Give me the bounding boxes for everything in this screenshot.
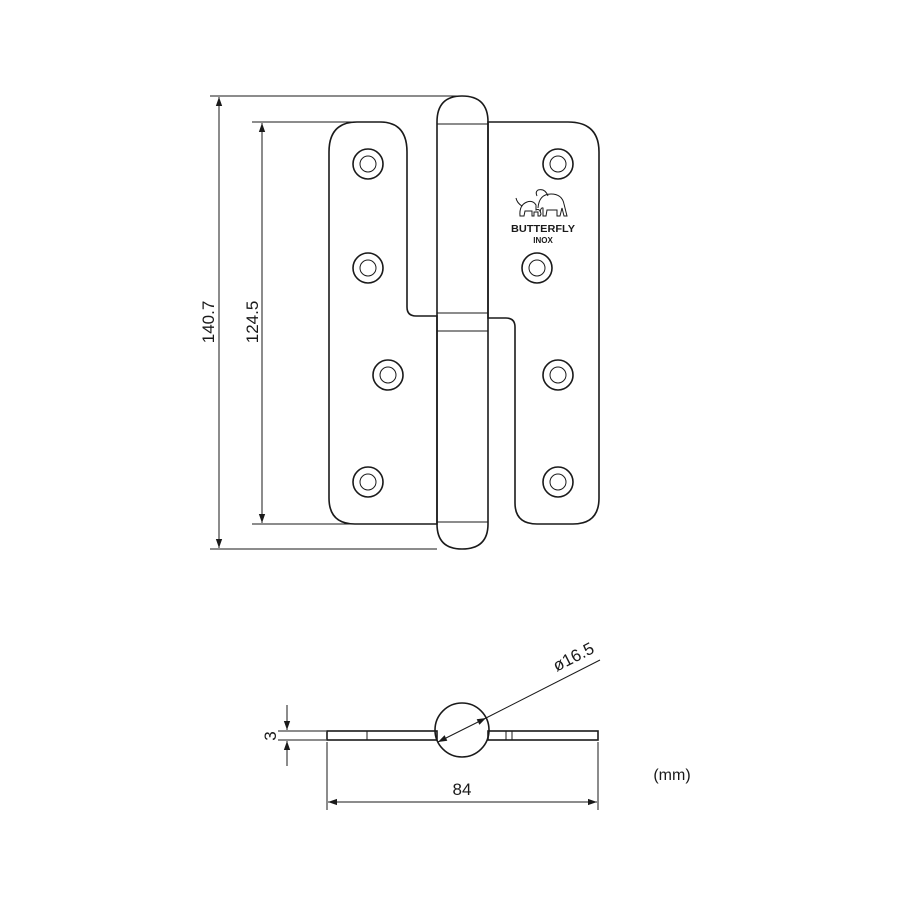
leaf-thickness-label: 3 bbox=[261, 731, 280, 740]
hinge-front-view: BUTTERFLY INOX bbox=[328, 95, 600, 550]
right-leaf bbox=[487, 121, 600, 525]
screw-hole bbox=[542, 359, 574, 391]
screw-hole bbox=[352, 466, 384, 498]
left-leaf bbox=[328, 121, 438, 525]
hinge-barrel bbox=[436, 95, 489, 550]
screw-hole bbox=[521, 252, 553, 284]
elephants-logo-icon bbox=[515, 189, 568, 217]
units-label: (mm) bbox=[653, 767, 690, 784]
section-left-leaf bbox=[326, 730, 438, 741]
overall-height-label: 140.7 bbox=[199, 301, 218, 344]
overall-width-dimension: 84 bbox=[326, 742, 599, 810]
leaf-height-dimension: 124.5 bbox=[243, 121, 356, 525]
brand-mark: BUTTERFLY INOX bbox=[511, 189, 575, 245]
brand-sub: INOX bbox=[533, 236, 553, 245]
knuckle-diameter-dimension: ø16.5 bbox=[437, 639, 601, 743]
screw-hole bbox=[542, 148, 574, 180]
hinge-section-view bbox=[326, 702, 599, 758]
overall-width-label: 84 bbox=[453, 780, 472, 799]
screw-hole bbox=[372, 359, 404, 391]
screw-hole bbox=[352, 252, 384, 284]
section-knuckle bbox=[434, 702, 490, 758]
section-right-leaf bbox=[487, 730, 599, 741]
brand-name: BUTTERFLY bbox=[511, 224, 575, 235]
knuckle-diameter-label: ø16.5 bbox=[550, 639, 597, 676]
screw-hole bbox=[352, 148, 384, 180]
leaf-height-label: 124.5 bbox=[243, 301, 262, 344]
overall-height-dimension: 140.7 bbox=[199, 95, 462, 550]
screw-hole bbox=[542, 466, 574, 498]
leaf-thickness-dimension: 3 bbox=[261, 705, 326, 766]
